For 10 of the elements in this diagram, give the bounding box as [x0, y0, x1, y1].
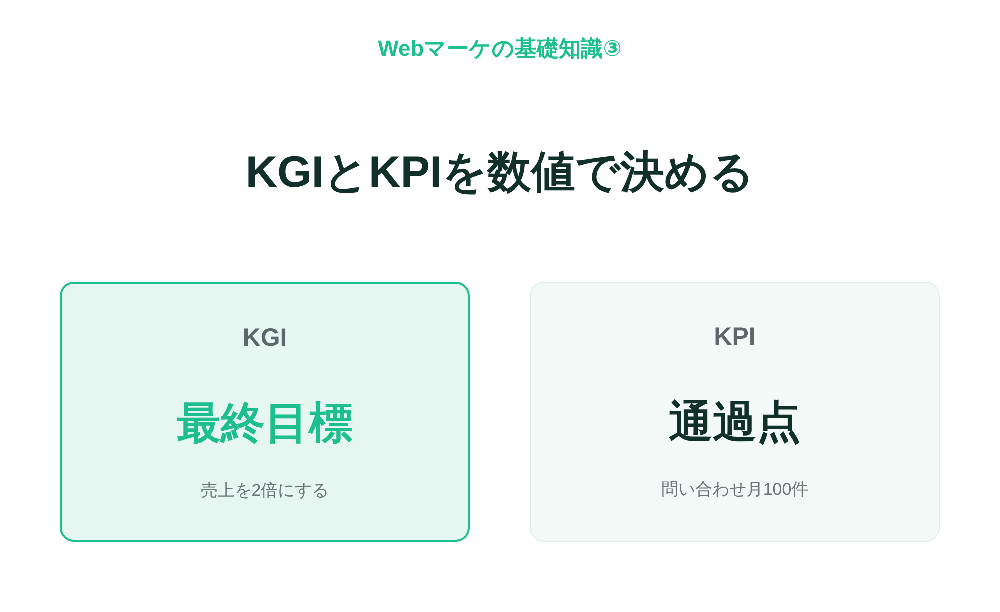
- main-text: 最終目標: [177, 398, 353, 450]
- series-label: Webマーケの基礎知識③: [378, 36, 622, 61]
- main-text: 通過点: [669, 397, 801, 449]
- term-label: KGI: [242, 323, 288, 354]
- example-text: 問い合わせ月100件: [661, 479, 809, 501]
- card: [60, 282, 470, 542]
- example-text: 売上を2倍にする: [200, 480, 330, 502]
- heading: KGIとKPIを数値で決める: [246, 147, 754, 199]
- card: [530, 282, 940, 542]
- term-label: KPI: [714, 322, 756, 353]
